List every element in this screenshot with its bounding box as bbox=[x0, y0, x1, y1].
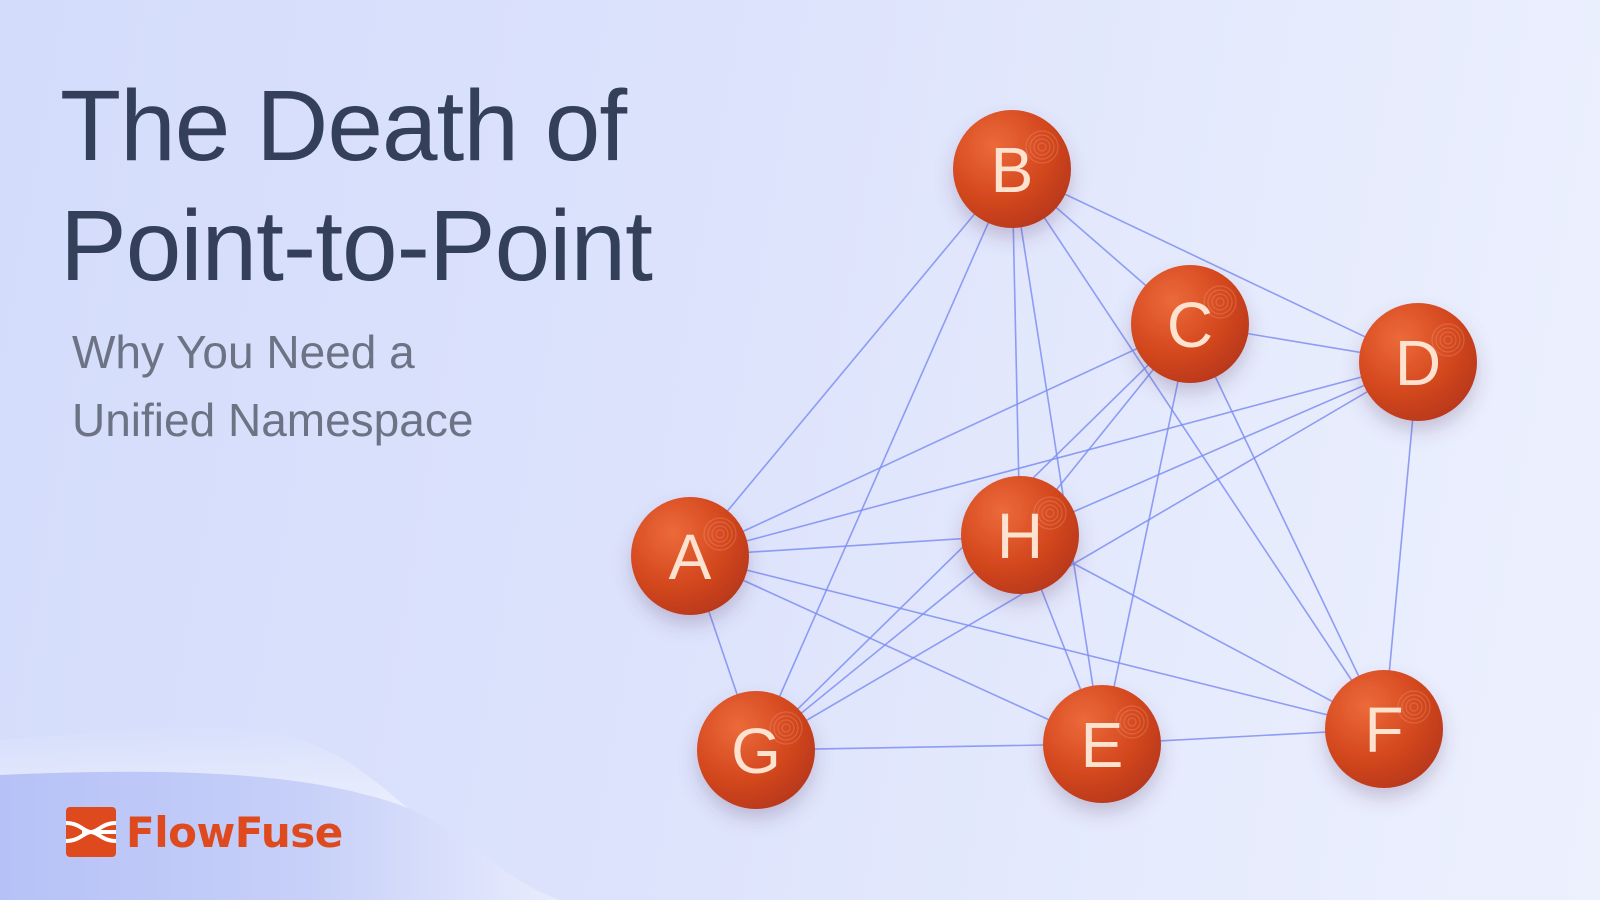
edge-c-e bbox=[1101, 323, 1191, 745]
node-g: G bbox=[697, 691, 815, 809]
node-f: F bbox=[1325, 670, 1443, 788]
page-title: The Death of Point-to-Point bbox=[60, 66, 653, 306]
edge-h-f bbox=[1019, 534, 1385, 730]
fingerprint-icon bbox=[1397, 690, 1431, 724]
edge-d-f bbox=[1383, 361, 1419, 730]
node-circle-f bbox=[1325, 670, 1443, 788]
fingerprint-icon bbox=[1203, 285, 1237, 319]
node-layer: A B C D E F G H bbox=[631, 110, 1477, 809]
node-e: E bbox=[1043, 685, 1161, 803]
node-circle-c bbox=[1131, 265, 1249, 383]
edge-b-e bbox=[1011, 168, 1103, 745]
title-line-2: Point-to-Point bbox=[60, 190, 653, 302]
node-label-c: C bbox=[1167, 289, 1213, 361]
edge-layer bbox=[689, 168, 1419, 751]
brand-name: FlowFuse bbox=[126, 807, 343, 857]
fingerprint-icon bbox=[1431, 323, 1465, 357]
node-label-b: B bbox=[991, 134, 1034, 206]
edge-a-e bbox=[689, 555, 1103, 745]
edge-b-h bbox=[1011, 168, 1021, 536]
node-label-h: H bbox=[997, 500, 1043, 572]
title-line-1: The Death of bbox=[60, 70, 627, 182]
node-label-a: A bbox=[669, 521, 712, 593]
node-circle-d bbox=[1359, 303, 1477, 421]
edge-a-b bbox=[689, 168, 1013, 557]
fingerprint-icon bbox=[703, 517, 737, 551]
node-circle-e bbox=[1043, 685, 1161, 803]
node-circle-g bbox=[697, 691, 815, 809]
edge-b-f bbox=[1011, 168, 1385, 730]
edge-c-f bbox=[1189, 323, 1385, 730]
edge-d-g bbox=[755, 361, 1419, 751]
flowfuse-logo-icon bbox=[66, 807, 116, 857]
subtitle-line-1: Why You Need a bbox=[72, 326, 415, 378]
node-b: B bbox=[953, 110, 1071, 228]
edge-a-c bbox=[689, 323, 1191, 557]
node-c: C bbox=[1131, 265, 1249, 383]
node-h: H bbox=[961, 476, 1079, 594]
fingerprint-icon bbox=[1033, 496, 1067, 530]
node-label-g: G bbox=[731, 715, 781, 787]
node-label-f: F bbox=[1364, 694, 1403, 766]
node-label-d: D bbox=[1395, 327, 1441, 399]
fingerprint-icon bbox=[1025, 130, 1059, 164]
edge-b-g bbox=[755, 168, 1013, 751]
node-circle-h bbox=[961, 476, 1079, 594]
edge-b-d bbox=[1011, 168, 1419, 363]
node-d: D bbox=[1359, 303, 1477, 421]
node-circle-a bbox=[631, 497, 749, 615]
edge-a-d bbox=[689, 361, 1419, 557]
fingerprint-icon bbox=[769, 711, 803, 745]
node-label-e: E bbox=[1081, 709, 1124, 781]
subtitle: Why You Need a Unified Namespace bbox=[72, 318, 473, 454]
node-circle-b bbox=[953, 110, 1071, 228]
subtitle-line-2: Unified Namespace bbox=[72, 394, 474, 446]
fingerprint-icon bbox=[1115, 705, 1149, 739]
flowfuse-logo: FlowFuse bbox=[66, 806, 343, 858]
edge-a-f bbox=[689, 555, 1385, 730]
node-a: A bbox=[631, 497, 749, 615]
edge-d-h bbox=[1019, 361, 1419, 536]
